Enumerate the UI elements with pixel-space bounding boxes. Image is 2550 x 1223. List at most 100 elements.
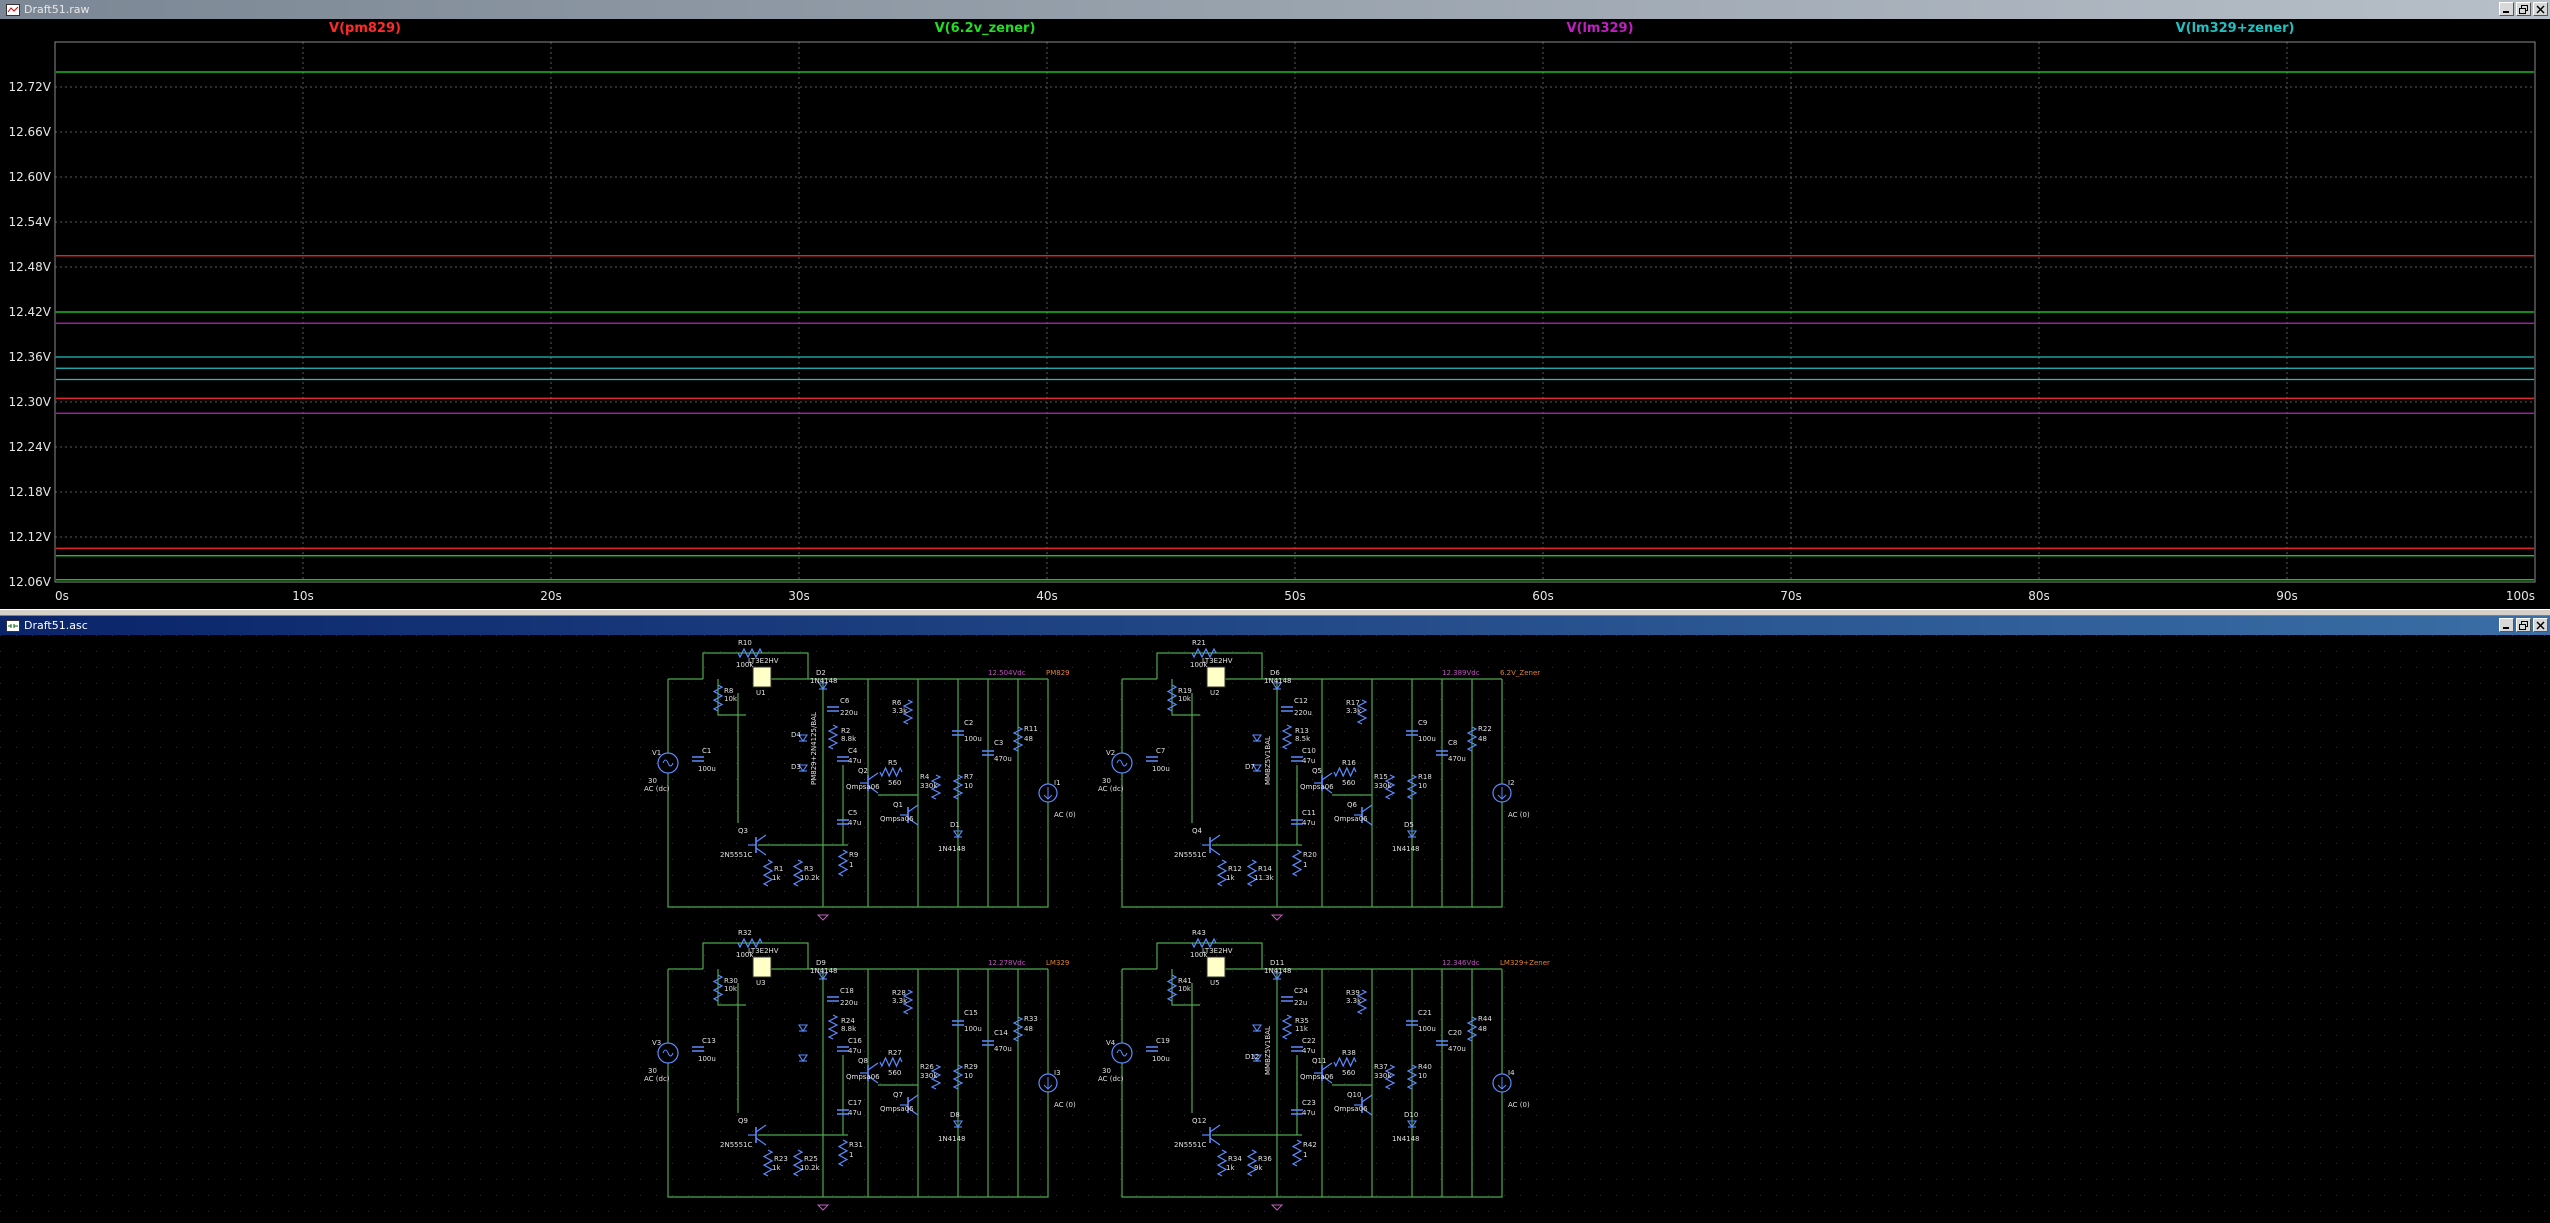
resistor-symbol[interactable]: [952, 774, 964, 800]
resistor-symbol[interactable]: [792, 1149, 804, 1177]
resistor-symbol[interactable]: [930, 774, 942, 800]
capacitor-value-label: 100u: [698, 1055, 716, 1063]
legend-entry[interactable]: V(lm329+zener): [2176, 21, 2295, 36]
regulator-ic[interactable]: [752, 956, 772, 978]
resistor-ref-label: R9: [849, 851, 858, 859]
resistor-symbol[interactable]: [930, 1064, 942, 1090]
capacitor-ref-label: C18: [840, 987, 854, 995]
resistor-symbol[interactable]: [1333, 1056, 1357, 1068]
diode-symbol[interactable]: [1406, 830, 1418, 838]
resistor-symbol[interactable]: [1406, 1064, 1418, 1090]
diode-symbol[interactable]: [797, 1024, 809, 1032]
resistor-symbol[interactable]: [827, 1014, 839, 1040]
resistor-symbol[interactable]: [1356, 699, 1368, 725]
resistor-symbol[interactable]: [1406, 774, 1418, 800]
resistor-symbol[interactable]: [902, 699, 914, 725]
resistor-ref-label: R16: [1342, 759, 1356, 767]
resistor-symbol[interactable]: [1384, 774, 1396, 800]
schematic-close-button[interactable]: [2533, 618, 2548, 632]
legend-entry[interactable]: V(pm829): [329, 21, 401, 36]
resistor-symbol[interactable]: [1166, 974, 1178, 1002]
waveform-minimize-button[interactable]: [2499, 2, 2514, 16]
waveform-chart[interactable]: 12.06V12.12V12.18V12.24V12.30V12.36V12.4…: [0, 19, 2550, 609]
resistor-symbol[interactable]: [737, 647, 763, 659]
diode-symbol[interactable]: [952, 1120, 964, 1128]
resistor-symbol[interactable]: [1246, 1149, 1258, 1177]
resistor-symbol[interactable]: [1333, 766, 1357, 778]
diode-symbol[interactable]: [817, 682, 829, 690]
diode-symbol[interactable]: [1271, 682, 1283, 690]
resistor-symbol[interactable]: [712, 684, 724, 712]
transistor-collector: [1361, 804, 1373, 813]
waveform-restore-button[interactable]: [2516, 2, 2531, 16]
diode-symbol[interactable]: [797, 1054, 809, 1062]
resistor-symbol[interactable]: [1291, 849, 1303, 877]
resistor-symbol[interactable]: [1012, 726, 1024, 752]
legend-entry[interactable]: V(lm329): [1566, 21, 1633, 36]
resistor-symbol[interactable]: [737, 937, 763, 949]
resistor-symbol[interactable]: [827, 724, 839, 750]
schematic-window-titlebar[interactable]: Draft51.asc: [0, 616, 2550, 635]
diode-symbol[interactable]: [952, 830, 964, 838]
schematic-minimize-button[interactable]: [2499, 618, 2514, 632]
regulator-ic[interactable]: [1206, 666, 1226, 688]
resistor-symbol[interactable]: [1466, 726, 1478, 752]
resistor-symbol[interactable]: [837, 849, 849, 877]
legend-entry[interactable]: V(6.2v_zener): [935, 21, 1036, 36]
resistor-symbol[interactable]: [1246, 859, 1258, 887]
resistor-ref-label: R34: [1228, 1155, 1242, 1163]
resistor-symbol[interactable]: [952, 1064, 964, 1090]
resistor-symbol[interactable]: [1281, 724, 1293, 750]
schematic-restore-button[interactable]: [2516, 618, 2531, 632]
resistor-symbol[interactable]: [1356, 989, 1368, 1015]
resistor-symbol[interactable]: [1291, 1139, 1303, 1167]
diode-symbol[interactable]: [1271, 972, 1283, 980]
diode-symbol[interactable]: [797, 734, 809, 742]
capacitor-ref-label: C24: [1294, 987, 1308, 995]
regulator-ic[interactable]: [1206, 956, 1226, 978]
y-tick-label: 12.54V: [8, 215, 51, 229]
diode-symbol[interactable]: [1251, 764, 1263, 772]
resistor-symbol[interactable]: [837, 1139, 849, 1167]
resistor-symbol[interactable]: [792, 859, 804, 887]
resistor-value-label: 3.3k: [892, 707, 908, 715]
resistor-symbol[interactable]: [1384, 1064, 1396, 1090]
resistor-symbol[interactable]: [1191, 937, 1217, 949]
resistor-symbol[interactable]: [879, 1056, 903, 1068]
diode-symbol[interactable]: [1251, 1024, 1263, 1032]
resistor-symbol[interactable]: [1281, 1014, 1293, 1040]
resistor-symbol[interactable]: [762, 859, 774, 887]
resistor-symbol[interactable]: [1166, 684, 1178, 712]
mdi-splitter[interactable]: [0, 609, 2550, 616]
resistor-symbol[interactable]: [902, 989, 914, 1015]
resistor-symbol[interactable]: [1216, 1149, 1228, 1177]
resistor-symbol[interactable]: [1216, 859, 1228, 887]
resistor-symbol[interactable]: [1012, 1016, 1024, 1042]
diode-symbol[interactable]: [1251, 734, 1263, 742]
resistor-ref-label: R7: [964, 773, 973, 781]
resistor-symbol[interactable]: [879, 766, 903, 778]
resistor-symbol[interactable]: [1191, 647, 1217, 659]
resistor-symbol[interactable]: [712, 974, 724, 1002]
diode-symbol[interactable]: [817, 972, 829, 980]
capacitor-value-label: 22u: [1294, 999, 1307, 1007]
diode-symbol[interactable]: [1406, 1120, 1418, 1128]
regulator-ic[interactable]: [752, 666, 772, 688]
diode-symbol[interactable]: [797, 764, 809, 772]
waveform-close-button[interactable]: [2533, 2, 2548, 16]
diode-ref-label: D2: [816, 669, 826, 677]
resistor-symbol[interactable]: [1466, 1016, 1478, 1042]
diode-symbol[interactable]: [1251, 1054, 1263, 1062]
net-label: LM329: [1046, 959, 1069, 967]
waveform-window-titlebar[interactable]: Draft51.raw: [0, 0, 2550, 19]
resistor-symbol[interactable]: [762, 1149, 774, 1177]
